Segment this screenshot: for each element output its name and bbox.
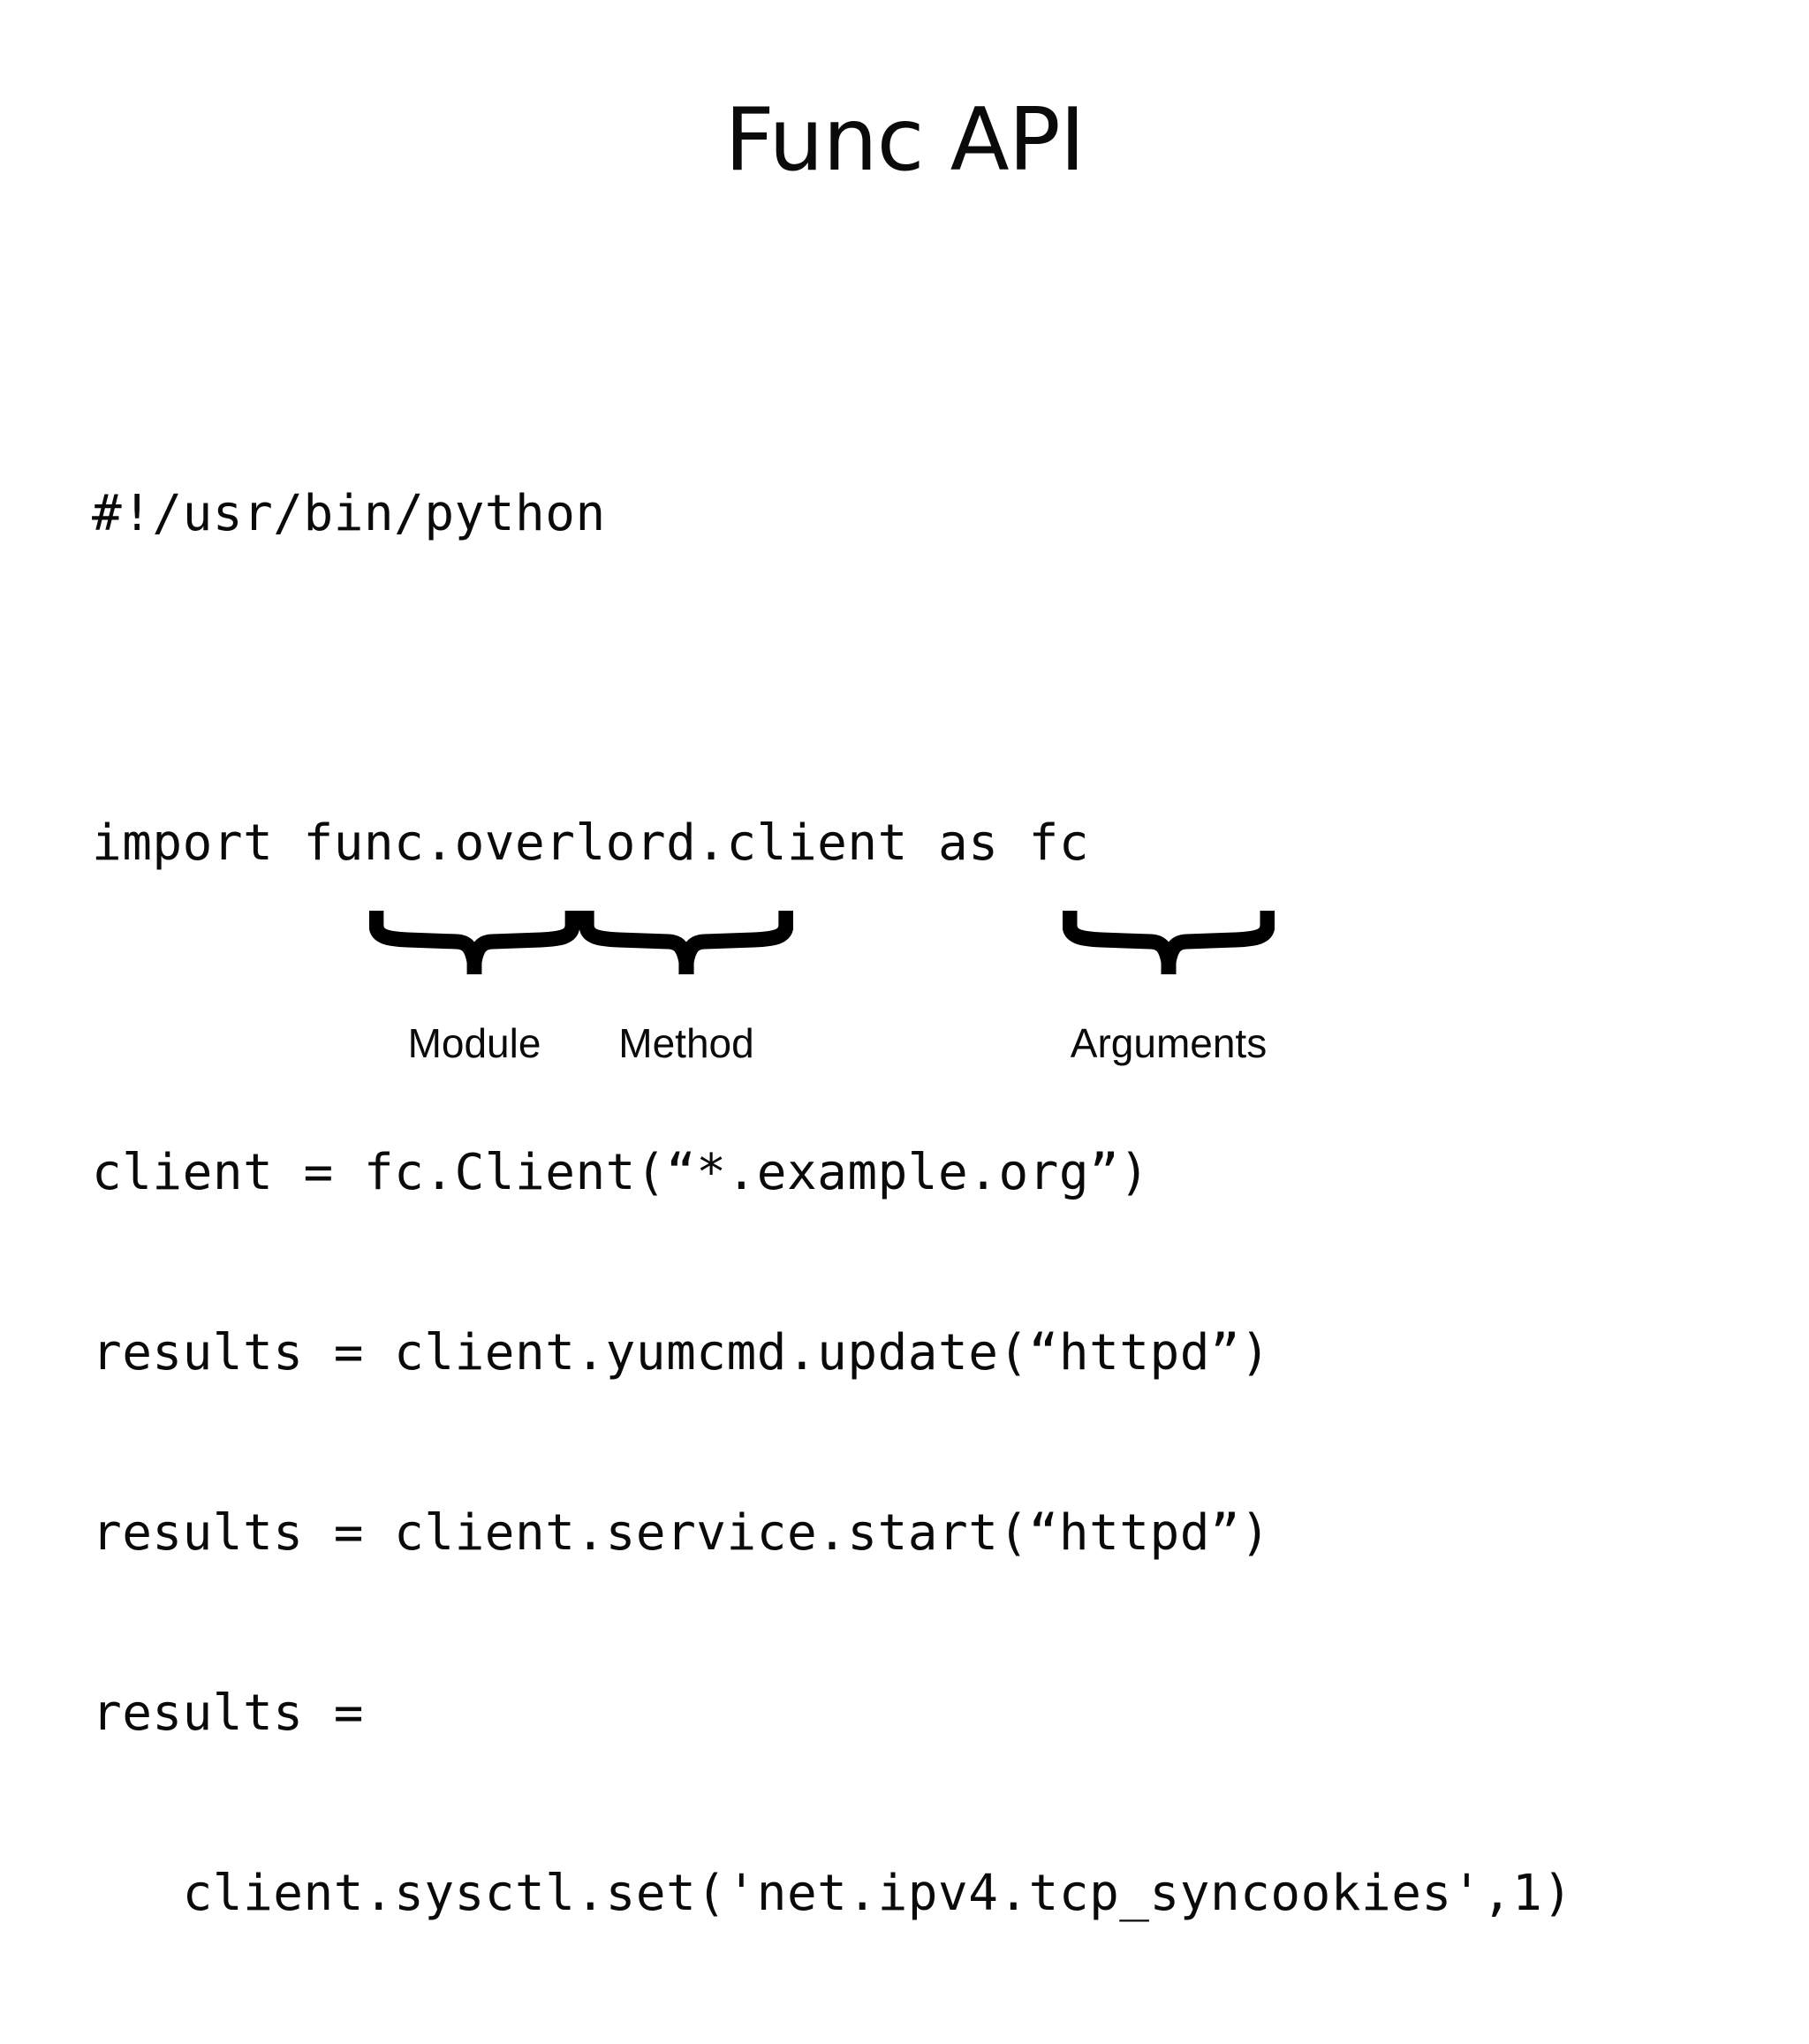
code-block: #!/usr/bin/python import func.overlord.c… [92, 364, 1573, 2044]
arguments-brace-icon [1063, 911, 1275, 974]
method-brace-icon [579, 911, 793, 974]
code-line-sysctl-set: client.sysctl.set('net.ipv4.tcp_syncooki… [92, 1865, 1573, 1922]
code-line-client-init: client = fc.Client(“*.example.org”) [92, 1144, 1150, 1201]
method-brace-label: Method [618, 1020, 754, 1066]
code-line-blank-2 [92, 994, 1573, 1023]
code-line-results-assign: results = [92, 1684, 364, 1742]
module-brace-icon [369, 911, 579, 974]
code-line-yumcmd-update: results = client.yumcmd.update(“httpd”) [92, 1324, 1271, 1382]
arguments-brace-label: Arguments [1070, 1020, 1268, 1066]
code-line-service-start: results = client.service.start(“httpd”) [92, 1504, 1271, 1562]
code-line-import: import func.overlord.client as fc [92, 814, 1090, 872]
page-title: Func API [724, 90, 1085, 191]
code-line-shebang: #!/usr/bin/python [92, 485, 606, 542]
slide-canvas: Func API #!/usr/bin/python import func.o… [92, 90, 1573, 1922]
module-brace-label: Module [407, 1020, 541, 1066]
code-line-blank-1 [92, 664, 1573, 693]
